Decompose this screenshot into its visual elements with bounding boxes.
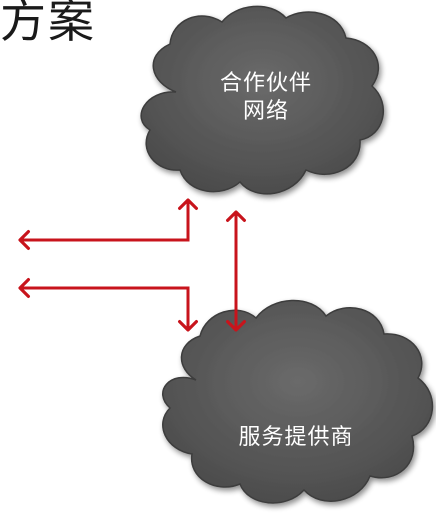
partner-network-label: 合作伙伴 网络 xyxy=(196,70,336,125)
service-provider-label: 服务提供商 xyxy=(208,424,384,452)
partner-network-label-line1: 合作伙伴 xyxy=(219,71,312,96)
partner-network-label-line2: 网络 xyxy=(242,98,289,124)
slide-title-fragment: 方案 xyxy=(0,0,96,48)
partner-network-cloud xyxy=(140,5,385,195)
arrow-left-to-partner xyxy=(18,198,198,250)
arrow-left-to-provider xyxy=(18,278,198,332)
service-provider-label-text: 服务提供商 xyxy=(238,425,354,450)
service-provider-cloud xyxy=(162,299,434,504)
